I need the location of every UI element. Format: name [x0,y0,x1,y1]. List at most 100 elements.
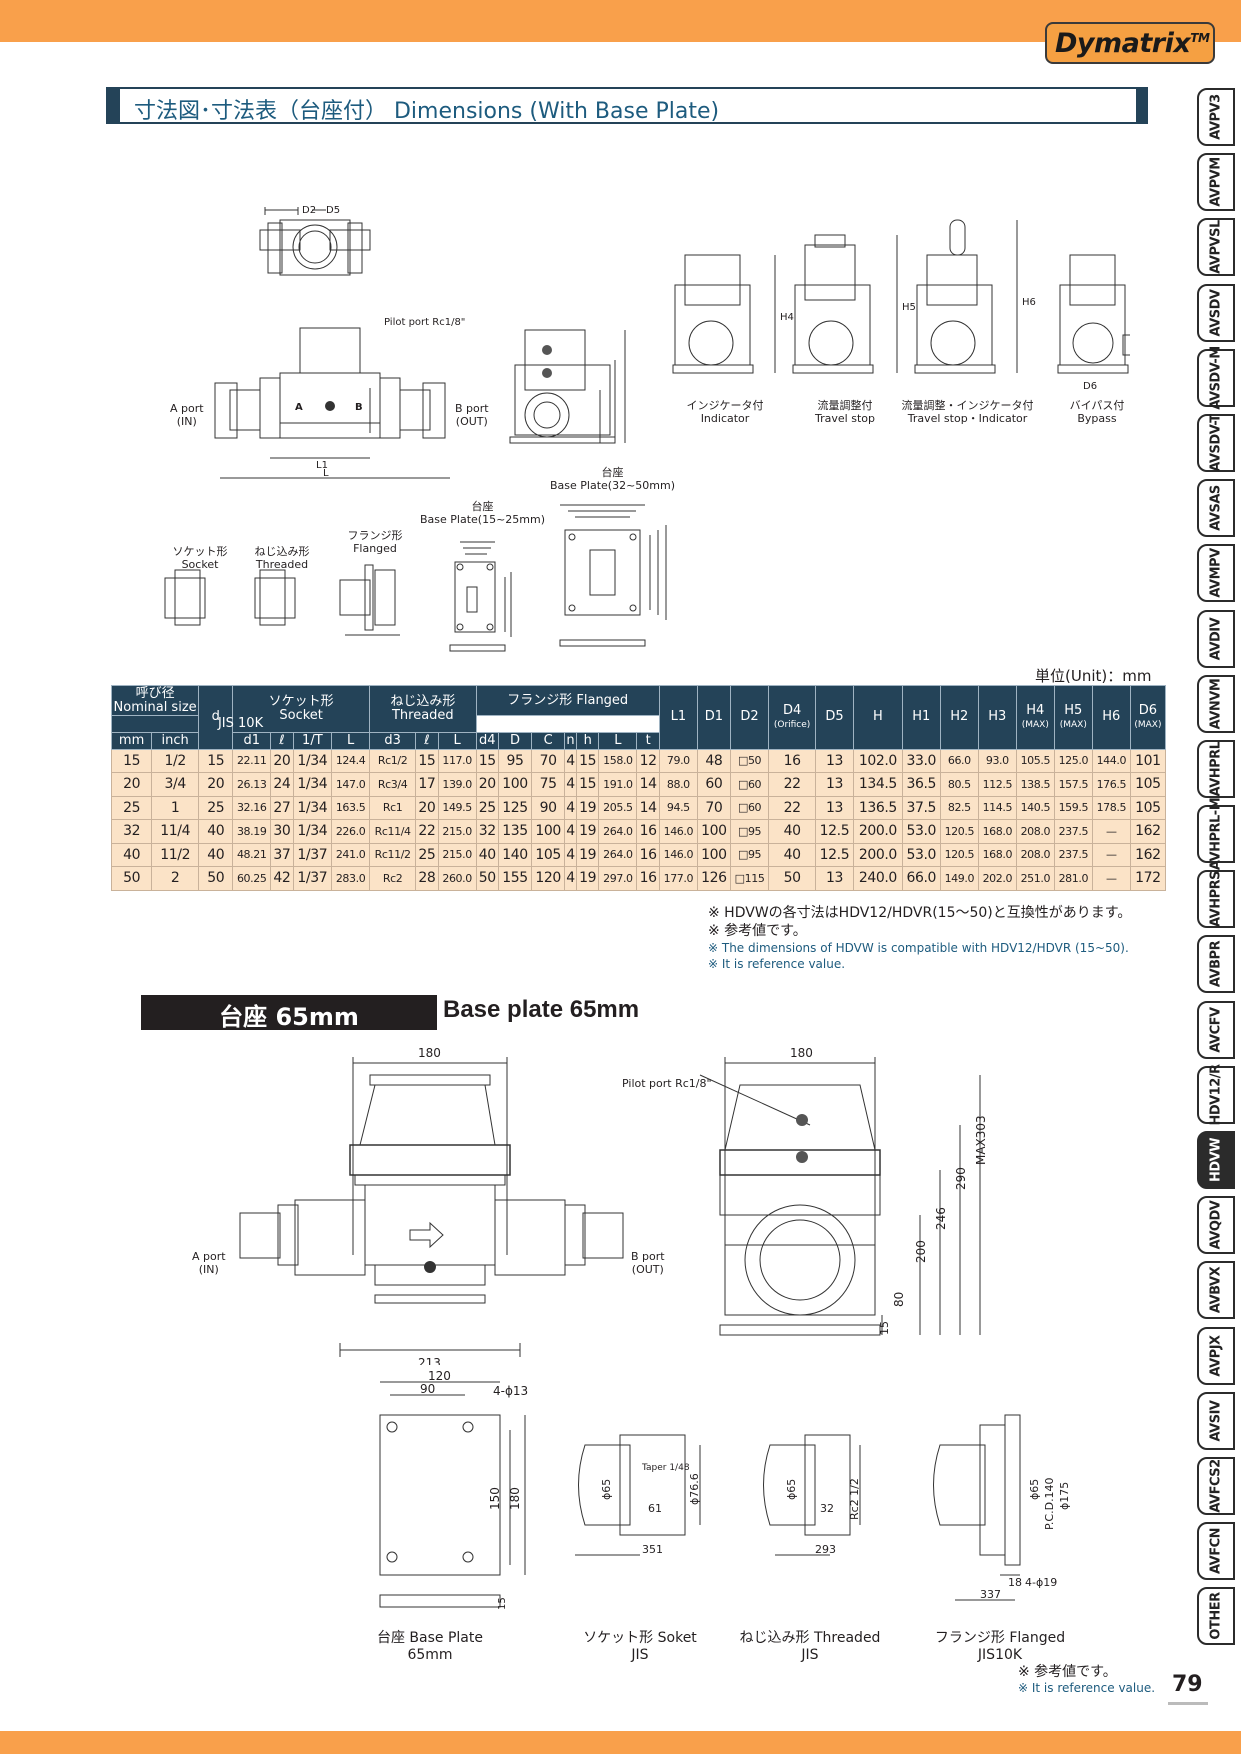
th-sub: ℓ [415,731,439,750]
table-cell: 237.5 [1053,819,1093,844]
tab-avcfv[interactable]: AVCFV [1197,1000,1235,1059]
flanged-holes: 4-ϕ19 [1025,1576,1057,1589]
table-cell: 100 [498,772,533,797]
table-cell: 157.5 [1053,772,1093,797]
tab-avpjx[interactable]: AVPJX [1197,1326,1235,1385]
table-cell: 100 [696,819,731,844]
tab-other[interactable]: OTHER [1197,1587,1235,1646]
th-sub: t [636,731,660,750]
plate-t15: 15 [497,1597,508,1610]
th-sub: ℓ [270,731,294,750]
table-cell: 50 [768,866,816,891]
table-cell: Rc2 [369,866,417,891]
threaded-rc: Rc2 1/2 [848,1478,861,1520]
th-sub: L [598,731,638,750]
table-cell: 12.5 [814,819,855,844]
tab-avdiv[interactable]: AVDIV [1197,609,1235,668]
table-cell: — [1091,866,1131,891]
table-cell: 15 [475,748,500,774]
th-H3: H3 [977,685,1017,750]
tab-avsiv[interactable]: AVSIV [1197,1391,1235,1450]
flanged-d175: ϕ175 [1058,1482,1071,1510]
table-cell: 11/2 [151,842,200,868]
note-jp-ref: ※ 参考値です。 [708,923,807,940]
table-cell: 1/37 [292,842,333,868]
tab-avbpr[interactable]: AVBPR [1197,935,1235,994]
table-cell: 19 [575,866,600,891]
table-cell: 120.5 [939,819,979,844]
table-cell: 24 [270,772,294,797]
base65-side-h246: 246 [934,1207,948,1230]
tab-avnvm[interactable]: AVNVM [1197,674,1235,733]
table-cell: 168.0 [977,842,1017,868]
tab-avpvsl[interactable]: AVPVSL [1197,218,1235,277]
tab-avhprs[interactable]: AVHPRS [1197,870,1235,929]
table-cell: 172 [1129,866,1167,891]
tab-avpvm[interactable]: AVPVM [1197,153,1235,212]
tab-avhprl-m[interactable]: AVHPRL-M [1197,798,1235,870]
tab-avfcn[interactable]: AVFCN [1197,1522,1235,1581]
table-cell: 42 [270,866,294,891]
tab-avsas[interactable]: AVSAS [1197,479,1235,538]
tab-avbvx[interactable]: AVBVX [1197,1261,1235,1320]
tab-hdvw[interactable]: HDVW [1197,1131,1235,1189]
tab-avhprl[interactable]: AVHPRL [1197,739,1235,798]
dim-l1: L1 [316,460,328,471]
table-cell: 1/34 [292,795,333,821]
socket-l61: 61 [648,1502,662,1515]
base65-side-h15: 15 [878,1321,891,1335]
table-cell: 15 [198,748,234,774]
tab-avsdv[interactable]: AVSDV [1197,283,1235,342]
table-cell: 32 [475,819,500,844]
dim-h6: H6 [1022,297,1036,308]
table-cell: □95 [729,842,770,868]
plate-holes: 4-ϕ13 [493,1384,528,1398]
table-cell: 4 [564,819,577,844]
base65-title-jp: 台座 65mm [141,995,437,1031]
tab-avmpv[interactable]: AVMPV [1197,544,1235,603]
table-cell: 12 [636,748,660,774]
table-cell: 82.5 [939,795,979,821]
table-cell: 105.5 [1015,748,1055,774]
socket-l351: 351 [642,1543,663,1556]
tab-hdv12-r[interactable]: HDV12/R [1197,1064,1235,1125]
table-cell: 13 [814,866,855,891]
tab-avsdv-t[interactable]: AVSDV-T [1197,413,1235,472]
table-cell: 140.5 [1015,795,1055,821]
th-D1: D1 [696,685,731,750]
tab-avqdv[interactable]: AVQDV [1197,1196,1235,1255]
table-cell: 40 [198,842,234,868]
tab-avfcs2[interactable]: AVFCS2 [1197,1456,1235,1515]
table-cell: 20 [198,772,234,797]
table-cell: 146.0 [658,819,698,844]
table-cell: 1/34 [292,772,333,797]
table-cell: 149.0 [939,866,979,891]
table-cell: 124.4 [331,748,371,774]
table-cell: 15 [415,748,439,774]
table-cell: 19 [575,819,600,844]
table-cell: 105 [531,842,566,868]
tab-avpv3[interactable]: AVPV3 [1197,88,1235,146]
table-cell: 32.16 [232,795,272,821]
table-cell: 176.5 [1091,772,1131,797]
th-sub: C [531,731,566,750]
table-cell: 178.5 [1091,795,1131,821]
tab-avsdv-m[interactable]: AVSDV-M [1197,346,1235,409]
table-cell: 32 [110,819,153,844]
base65-side-width: 180 [790,1046,813,1060]
socket-taper: Taper 1/48 [641,1463,690,1473]
dim-h5: H5 [902,302,916,313]
table-cell: 50 [198,866,234,891]
table-cell: 15 [575,772,600,797]
table-cell: □95 [729,819,770,844]
reference-note: ※ 参考値です。 ※ It is reference value. [1018,1664,1155,1695]
bottom-color-bar [0,1731,1241,1754]
